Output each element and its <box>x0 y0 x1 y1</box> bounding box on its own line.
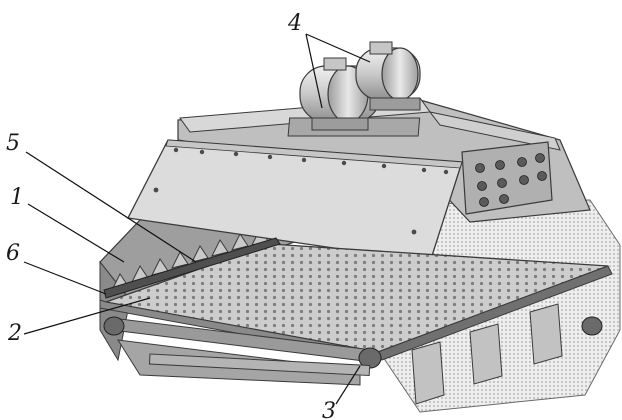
callout-5: 5 <box>6 131 20 156</box>
leader-6 <box>23 261 107 295</box>
motor-right <box>355 41 421 111</box>
leader-3 <box>335 365 361 405</box>
leader-5 <box>25 151 197 263</box>
callout-3: 3 <box>322 399 336 420</box>
support-brackets <box>411 303 563 405</box>
leader-4b <box>305 33 371 63</box>
bolt-block <box>461 141 553 215</box>
leader-4a <box>305 33 323 109</box>
leader-1 <box>27 203 125 263</box>
lining-rail-front <box>103 237 281 299</box>
callout-2: 2 <box>7 321 22 346</box>
roller-axle <box>103 316 603 377</box>
leader-lines <box>23 33 371 405</box>
leader-2 <box>23 297 151 335</box>
callout-6: 6 <box>6 241 20 266</box>
callout-1: 1 <box>10 185 24 210</box>
callout-4: 4 <box>287 11 302 36</box>
